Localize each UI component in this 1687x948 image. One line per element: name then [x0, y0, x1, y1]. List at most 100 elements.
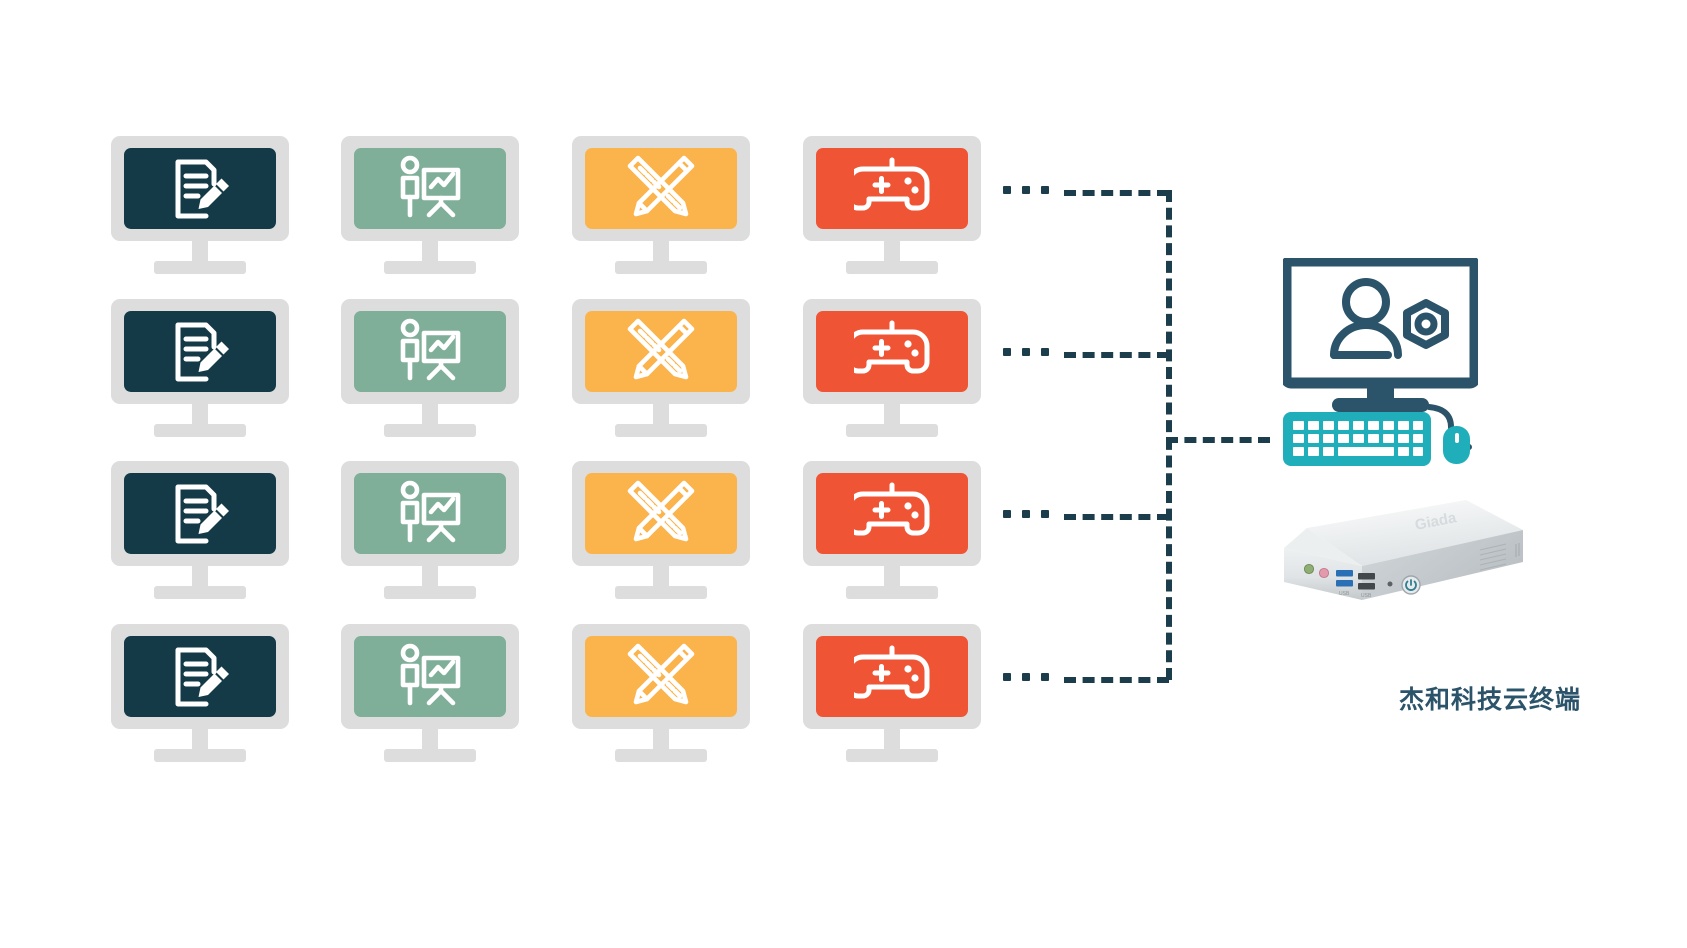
monitor-screen [354, 148, 506, 229]
admin-monitor-icon [1280, 255, 1481, 450]
svg-text:USB: USB [1339, 591, 1350, 597]
monitor-neck [422, 241, 438, 263]
document-edit-icon [164, 316, 236, 388]
monitor-neck [653, 566, 669, 588]
presentation-chart-icon [394, 316, 466, 388]
mini-pc-icon: Giada USB USB [1284, 500, 1523, 600]
client-monitor[interactable] [111, 461, 289, 601]
monitor-base [615, 261, 707, 274]
monitor-base [384, 261, 476, 274]
monitor-screen [124, 473, 276, 554]
monitor-screen [124, 148, 276, 229]
gamepad-icon [854, 157, 930, 221]
monitor-screen [124, 311, 276, 392]
monitor-screen [354, 636, 506, 717]
presentation-chart-icon [394, 641, 466, 713]
vertical-bus-line [1166, 190, 1172, 680]
monitor-screen [585, 148, 737, 229]
monitor-base [846, 424, 938, 437]
document-edit-icon [164, 153, 236, 225]
monitor-base [154, 261, 246, 274]
client-monitor[interactable] [803, 136, 981, 276]
client-monitor[interactable] [111, 136, 289, 276]
monitor-base [846, 586, 938, 599]
keyboard-mouse-icon [1283, 412, 1470, 466]
monitor-screen [816, 311, 968, 392]
device-caption: 杰和科技云终端 [1399, 686, 1582, 714]
gamepad-icon [854, 482, 930, 546]
presentation-chart-icon [394, 153, 466, 225]
monitor-neck [884, 566, 900, 588]
monitor-neck [884, 729, 900, 751]
monitor-neck [884, 404, 900, 426]
monitor-neck [653, 241, 669, 263]
monitor-base [846, 261, 938, 274]
document-edit-icon [164, 641, 236, 713]
design-tools-icon [624, 640, 698, 714]
monitor-base [846, 749, 938, 762]
svg-text:USB: USB [1361, 593, 1372, 599]
client-monitor[interactable] [572, 299, 750, 439]
document-edit-icon [164, 478, 236, 550]
monitor-neck [422, 729, 438, 751]
monitor-screen [354, 473, 506, 554]
client-monitor[interactable] [341, 299, 519, 439]
design-tools-icon [624, 315, 698, 389]
monitor-screen [816, 636, 968, 717]
usb3-port-1 [1336, 570, 1353, 577]
microphone-port [1318, 567, 1330, 579]
monitor-neck [653, 404, 669, 426]
monitor-base [615, 586, 707, 599]
client-monitor[interactable] [111, 624, 289, 764]
branch-dashed-line [1064, 190, 1169, 196]
monitor-screen [354, 311, 506, 392]
monitor-screen [585, 473, 737, 554]
row-ellipsis [1003, 673, 1049, 681]
monitor-neck [192, 241, 208, 263]
monitor-neck [422, 404, 438, 426]
monitor-screen [816, 473, 968, 554]
audio-out-port [1303, 563, 1315, 575]
client-monitor[interactable] [572, 461, 750, 601]
client-monitor[interactable] [572, 624, 750, 764]
monitor-screen [816, 148, 968, 229]
client-monitor[interactable] [803, 299, 981, 439]
design-tools-icon [624, 477, 698, 551]
monitor-base [154, 749, 246, 762]
monitor-base [615, 424, 707, 437]
mini-pc-device: Giada USB USB [1266, 496, 1526, 619]
client-monitor[interactable] [111, 299, 289, 439]
monitor-neck [653, 729, 669, 751]
gamepad-icon [854, 645, 930, 709]
client-monitor[interactable] [803, 461, 981, 601]
row-ellipsis [1003, 348, 1049, 356]
presentation-chart-icon [394, 478, 466, 550]
row-ellipsis [1003, 510, 1049, 518]
usb2-port-2 [1358, 583, 1375, 590]
server-trunk-dashed-line [1166, 437, 1270, 443]
usb2-port-1 [1358, 573, 1375, 580]
monitor-base [384, 424, 476, 437]
monitor-screen [585, 636, 737, 717]
monitor-neck [192, 566, 208, 588]
branch-dashed-line [1064, 514, 1169, 520]
monitor-base [154, 424, 246, 437]
client-monitor[interactable] [803, 624, 981, 764]
admin-workstation [1280, 255, 1481, 466]
monitor-neck [422, 566, 438, 588]
monitor-neck [192, 729, 208, 751]
monitor-base [384, 586, 476, 599]
branch-dashed-line [1064, 352, 1169, 358]
monitor-base [154, 586, 246, 599]
branch-dashed-line [1064, 677, 1169, 683]
client-monitor[interactable] [341, 136, 519, 276]
monitor-screen [124, 636, 276, 717]
reset-pinhole [1387, 581, 1393, 587]
client-monitor[interactable] [341, 461, 519, 601]
gamepad-icon [854, 320, 930, 384]
usb3-port-2 [1336, 580, 1353, 587]
client-monitor[interactable] [341, 624, 519, 764]
client-monitor[interactable] [572, 136, 750, 276]
design-tools-icon [624, 152, 698, 226]
